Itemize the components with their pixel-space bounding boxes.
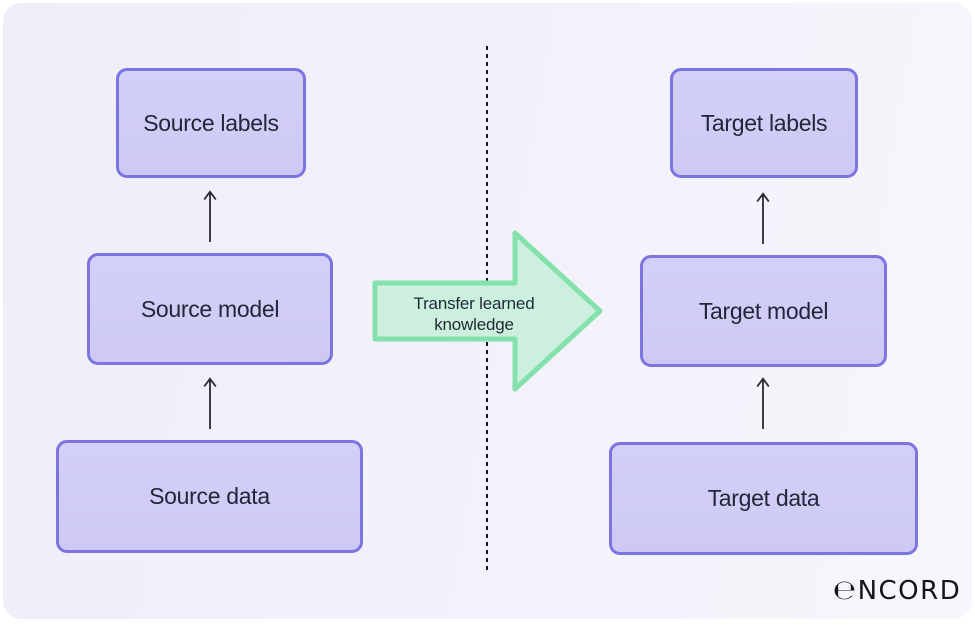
- transfer-arrow-label-line2: knowledge: [434, 315, 514, 334]
- encord-logo-text: NCORD: [857, 576, 962, 606]
- node-label: Source labels: [143, 109, 279, 136]
- node-label: Target model: [698, 297, 829, 324]
- up-arrow-source-data-to-model: [203, 377, 217, 429]
- node-target-data: Target data: [609, 442, 918, 555]
- node-source-labels: Source labels: [116, 68, 306, 178]
- transfer-arrow: [372, 230, 603, 392]
- encord-logo: ℮NCORD: [833, 577, 961, 604]
- node-target-model: Target model: [640, 255, 887, 367]
- up-arrow-target-model-to-labels: [756, 192, 770, 244]
- node-source-model: Source model: [87, 253, 333, 365]
- encord-logo-e-glyph: ℮: [833, 575, 858, 606]
- node-source-data: Source data: [56, 440, 363, 553]
- node-label: Source model: [140, 295, 280, 322]
- node-target-labels: Target labels: [670, 68, 858, 178]
- up-arrow-source-model-to-labels: [203, 190, 217, 242]
- node-label: Target labels: [700, 109, 828, 136]
- transfer-arrow-label: Transfer learned knowledge: [378, 293, 570, 335]
- node-label: Target data: [707, 485, 820, 511]
- up-arrow-target-data-to-model: [756, 377, 770, 429]
- node-label: Source data: [149, 483, 270, 509]
- transfer-arrow-label-line1: Transfer learned: [413, 294, 535, 313]
